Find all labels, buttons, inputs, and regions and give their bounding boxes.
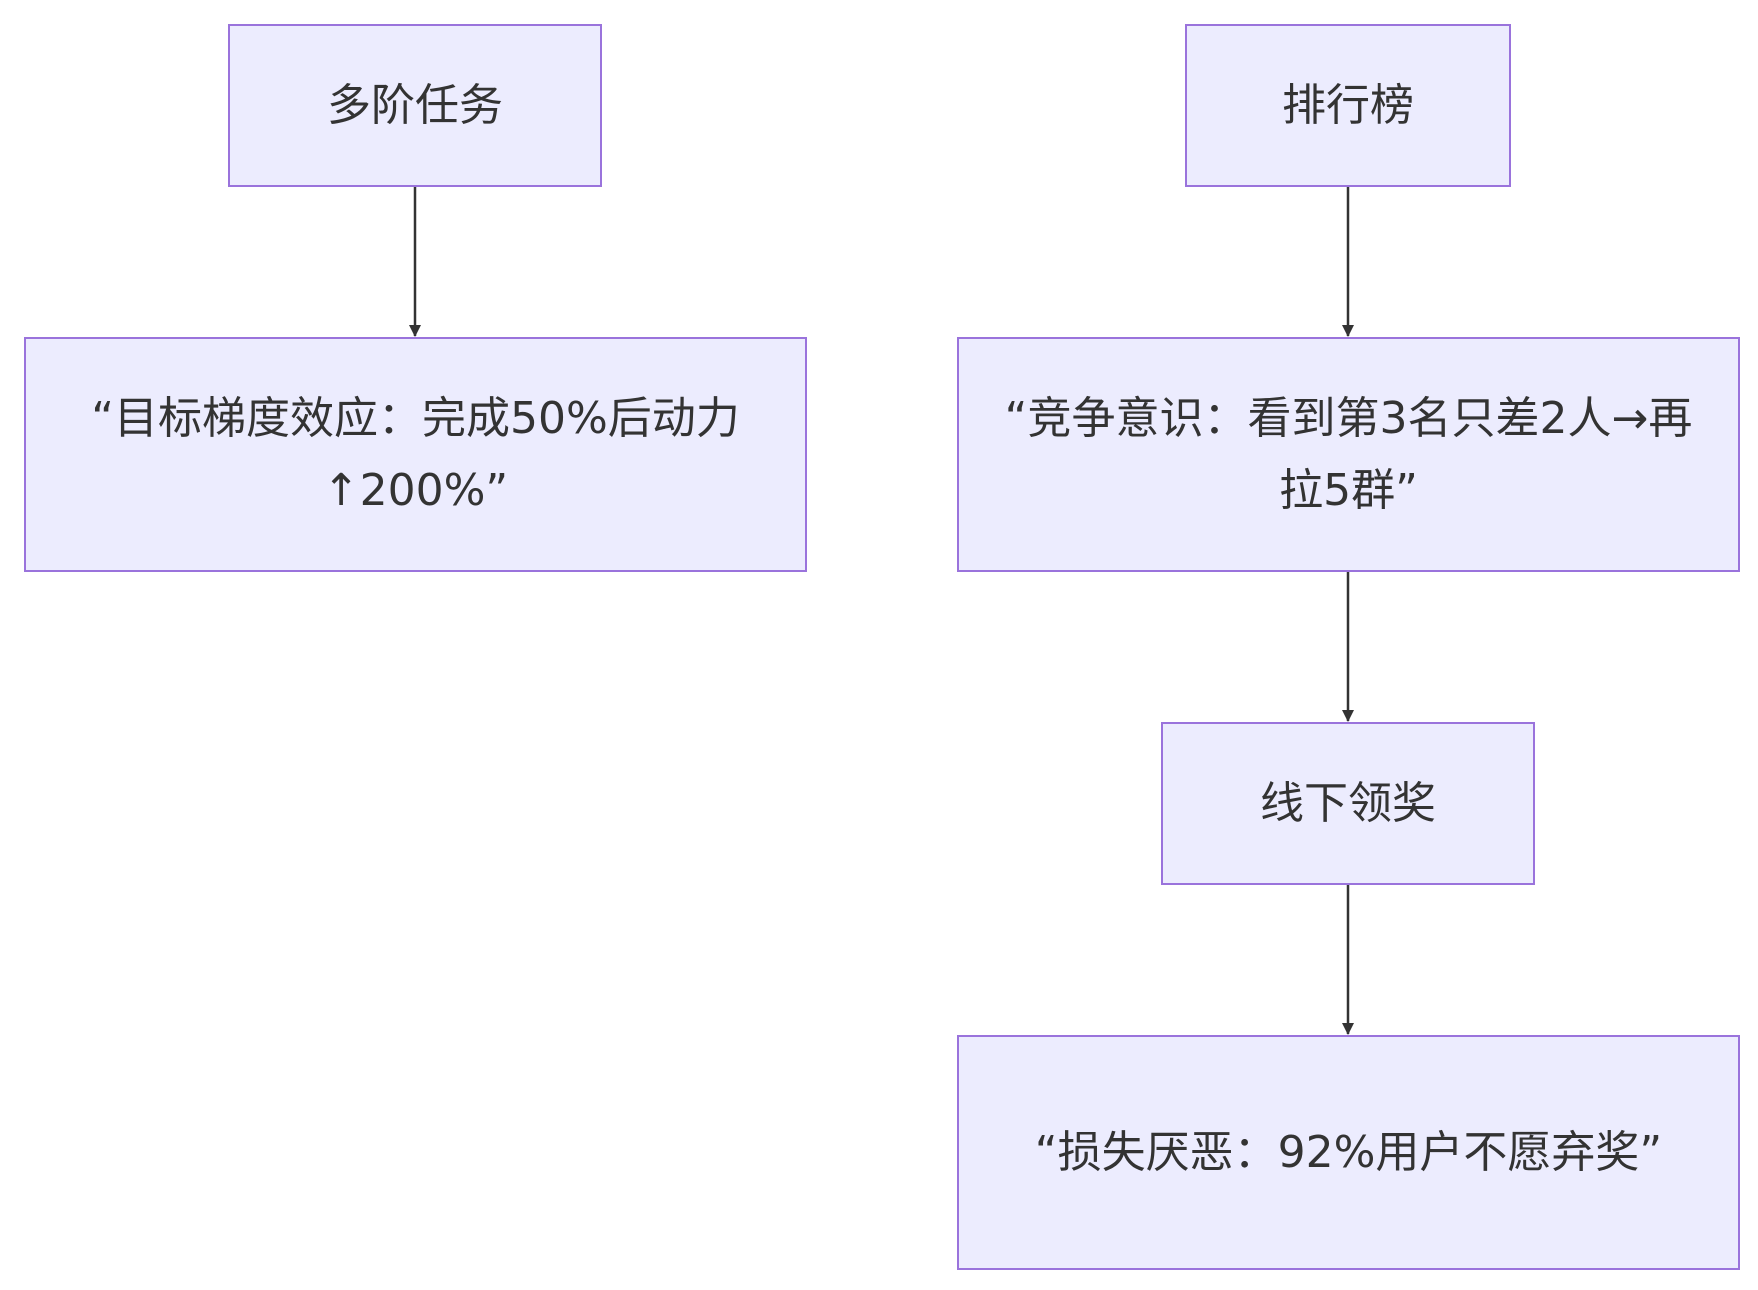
- node-offline-award: 线下领奖: [1161, 722, 1535, 885]
- node-competition: “竞争意识：看到第3名只差2人→再拉5群”: [957, 337, 1740, 572]
- node-offline-award-label: 线下领奖: [1260, 777, 1436, 829]
- node-competition-label: “竞争意识：看到第3名只差2人→再拉5群”: [1004, 392, 1693, 516]
- node-multi-task-label: 多阶任务: [327, 79, 503, 131]
- node-goal-gradient: “目标梯度效应：完成50%后动力↑200%”: [24, 337, 807, 572]
- node-leaderboard: 排行榜: [1185, 24, 1511, 187]
- node-loss-aversion: “损失厌恶：92%用户不愿弃奖”: [957, 1035, 1740, 1270]
- node-multi-task: 多阶任务: [228, 24, 602, 187]
- node-leaderboard-label: 排行榜: [1282, 79, 1414, 131]
- node-goal-gradient-label: “目标梯度效应：完成50%后动力↑200%”: [91, 392, 740, 516]
- node-loss-aversion-label: “损失厌恶：92%用户不愿弃奖”: [1034, 1126, 1663, 1178]
